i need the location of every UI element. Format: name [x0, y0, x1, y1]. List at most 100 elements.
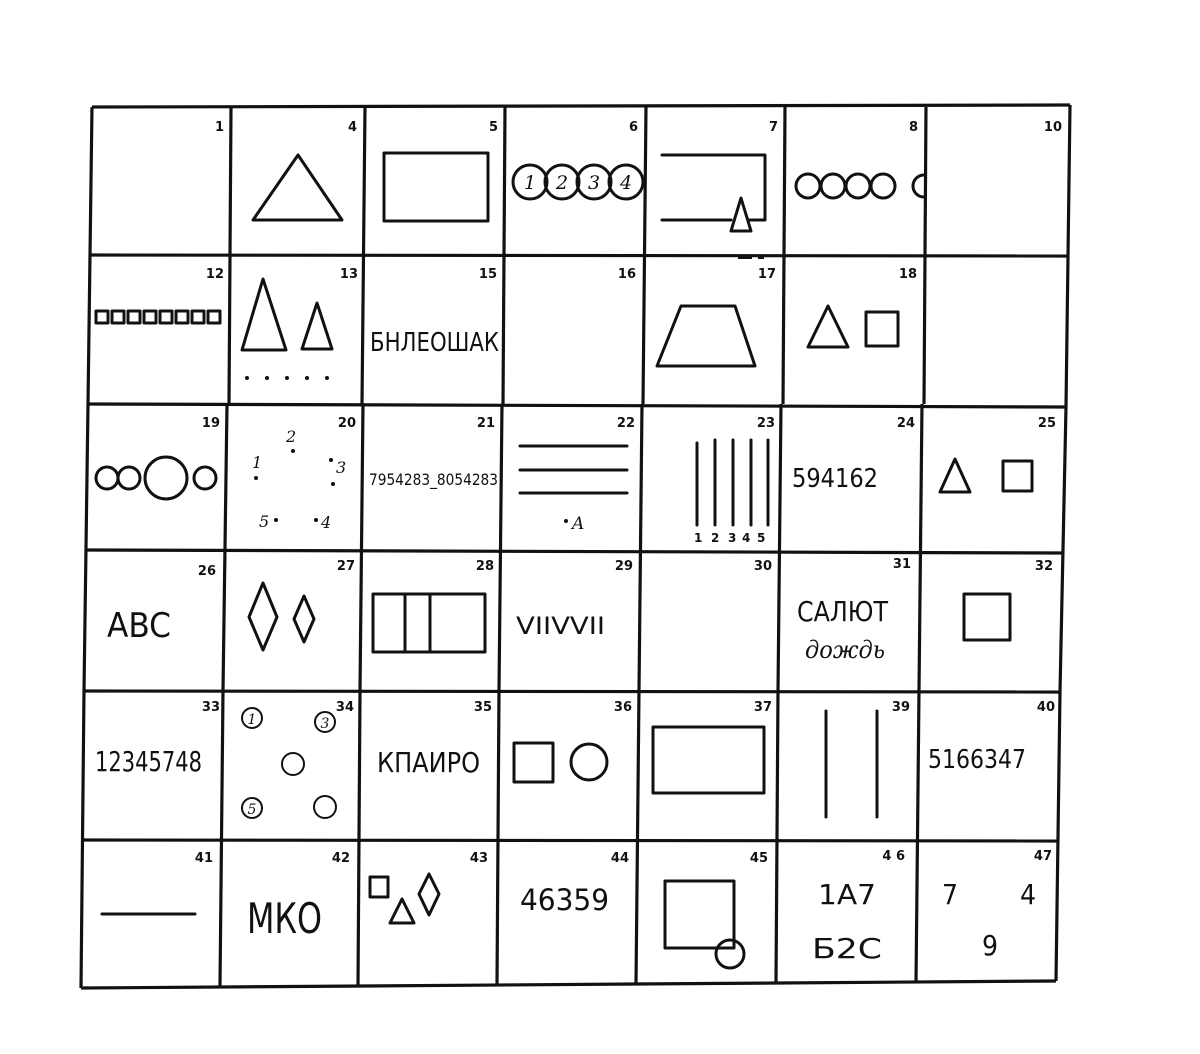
square-icon [190, 309, 206, 325]
circle-icon [569, 742, 609, 782]
cell-20-figure: 1 2 3 5 4 [252, 427, 346, 532]
square-icon [368, 875, 390, 899]
square-icon [158, 309, 174, 325]
cell-number: 1 [215, 120, 224, 135]
diamond-icon [247, 581, 279, 652]
cell-35-figure: КПАИРО [377, 746, 480, 779]
triangle-icon [806, 304, 850, 349]
cell-22-figure: A [518, 444, 629, 534]
cell-33-figure: 12345748 [95, 745, 202, 778]
cell-number: 35 [474, 700, 492, 715]
cell-number: 20 [338, 416, 356, 431]
digit-string: 46359 [520, 883, 609, 917]
circle-icon [192, 465, 218, 491]
letter-string: КПАИРО [377, 746, 480, 779]
dot [245, 376, 249, 380]
cell-number: 40 [1037, 700, 1055, 715]
cell-number: 25 [1038, 416, 1056, 431]
word-upper: САЛЮТ [797, 595, 889, 628]
cell-36-figure [512, 741, 609, 784]
grid [79, 103, 1072, 990]
triangle-icon [251, 153, 344, 222]
letter-string: БНЛЕОШАК [370, 328, 499, 358]
cell-25-figure [938, 457, 1034, 494]
circle-icon [511, 163, 549, 201]
grid-row-2: Б2С [812, 932, 882, 965]
square-icon [512, 741, 555, 784]
rectangle-icon [651, 725, 766, 795]
circle-label: 3 [588, 172, 600, 194]
cell-46-figure: 1A7 Б2С [812, 878, 882, 965]
square-icon [174, 309, 190, 325]
cell-number: 47 [1034, 849, 1052, 864]
rectangle-icon [382, 151, 490, 223]
digit-char: 7 [942, 878, 958, 911]
cell-number: 26 [198, 564, 216, 579]
cell-19-figure [94, 455, 218, 501]
dot-label: 5 [259, 512, 269, 531]
cell-number: 33 [202, 700, 220, 715]
trapezoid-icon [655, 304, 757, 368]
cell-42-figure: МКО [247, 894, 322, 943]
square-icon [663, 879, 736, 950]
circle-label: 2 [555, 172, 568, 194]
cell-number: 43 [470, 851, 488, 866]
line-label: 3 [728, 531, 736, 545]
cell-29-figure: VIIVVII [516, 612, 605, 640]
square-icon [142, 309, 158, 325]
cell-number: 36 [614, 700, 632, 715]
circle-icon [143, 455, 189, 501]
cell-number: 29 [615, 559, 633, 574]
cell-number: 4 6 [882, 849, 905, 864]
circle-icon [543, 163, 581, 201]
circle-icon [313, 795, 337, 819]
circle-icon [281, 752, 305, 776]
dot-label: 4 [320, 513, 331, 532]
triangle-icon [300, 301, 334, 351]
cell-number: 6 [629, 120, 638, 135]
square-icon [962, 592, 1012, 642]
cell-40-figure: 5166347 [928, 745, 1026, 775]
square-icon [864, 310, 900, 348]
digit-string: 5166347 [928, 745, 1026, 775]
cell-13-figure [240, 277, 334, 380]
circle-icon [794, 172, 822, 200]
cell-17-figure [655, 304, 757, 368]
cell-number: 17 [758, 267, 776, 282]
cell-number: 32 [1035, 559, 1053, 574]
dot-label: 2 [285, 427, 296, 446]
circle-icon [241, 797, 263, 819]
dot [314, 518, 318, 522]
cell-5-figure [382, 151, 490, 223]
cell-number: 37 [754, 700, 772, 715]
cell-44-figure: 46359 [520, 883, 609, 917]
triangle-icon [729, 196, 753, 233]
cell-21-figure: 7954283_8054283 [369, 470, 498, 490]
dot [265, 376, 269, 380]
dot [254, 476, 258, 480]
cell-number: 44 [611, 851, 629, 866]
cell-28-figure [371, 592, 487, 654]
cell-45-figure [663, 879, 746, 970]
cell-number: 34 [336, 700, 354, 715]
cell-number: 27 [337, 559, 355, 574]
circle-icon [714, 938, 746, 970]
letter-string: МКО [247, 894, 322, 943]
dot-label: 1 [252, 453, 262, 472]
cell-number: 16 [618, 267, 636, 282]
line-label: 2 [711, 531, 719, 545]
square-icon [1001, 459, 1034, 493]
cell-number: 24 [897, 416, 915, 431]
cell-12-figure [94, 309, 222, 325]
cell-32-figure [962, 592, 1012, 642]
square-icon [110, 309, 126, 325]
cell-47-figure: 7 4 9 [942, 878, 1036, 962]
cell-number: 30 [754, 559, 772, 574]
dot [274, 518, 278, 522]
roman-string: VIIVVII [516, 612, 605, 640]
diamond-icon [417, 872, 441, 917]
cell-number: 10 [1044, 120, 1062, 135]
cell-18-figure [806, 304, 900, 349]
letter-string: ABC [107, 606, 171, 646]
cell-number: 12 [206, 267, 224, 282]
